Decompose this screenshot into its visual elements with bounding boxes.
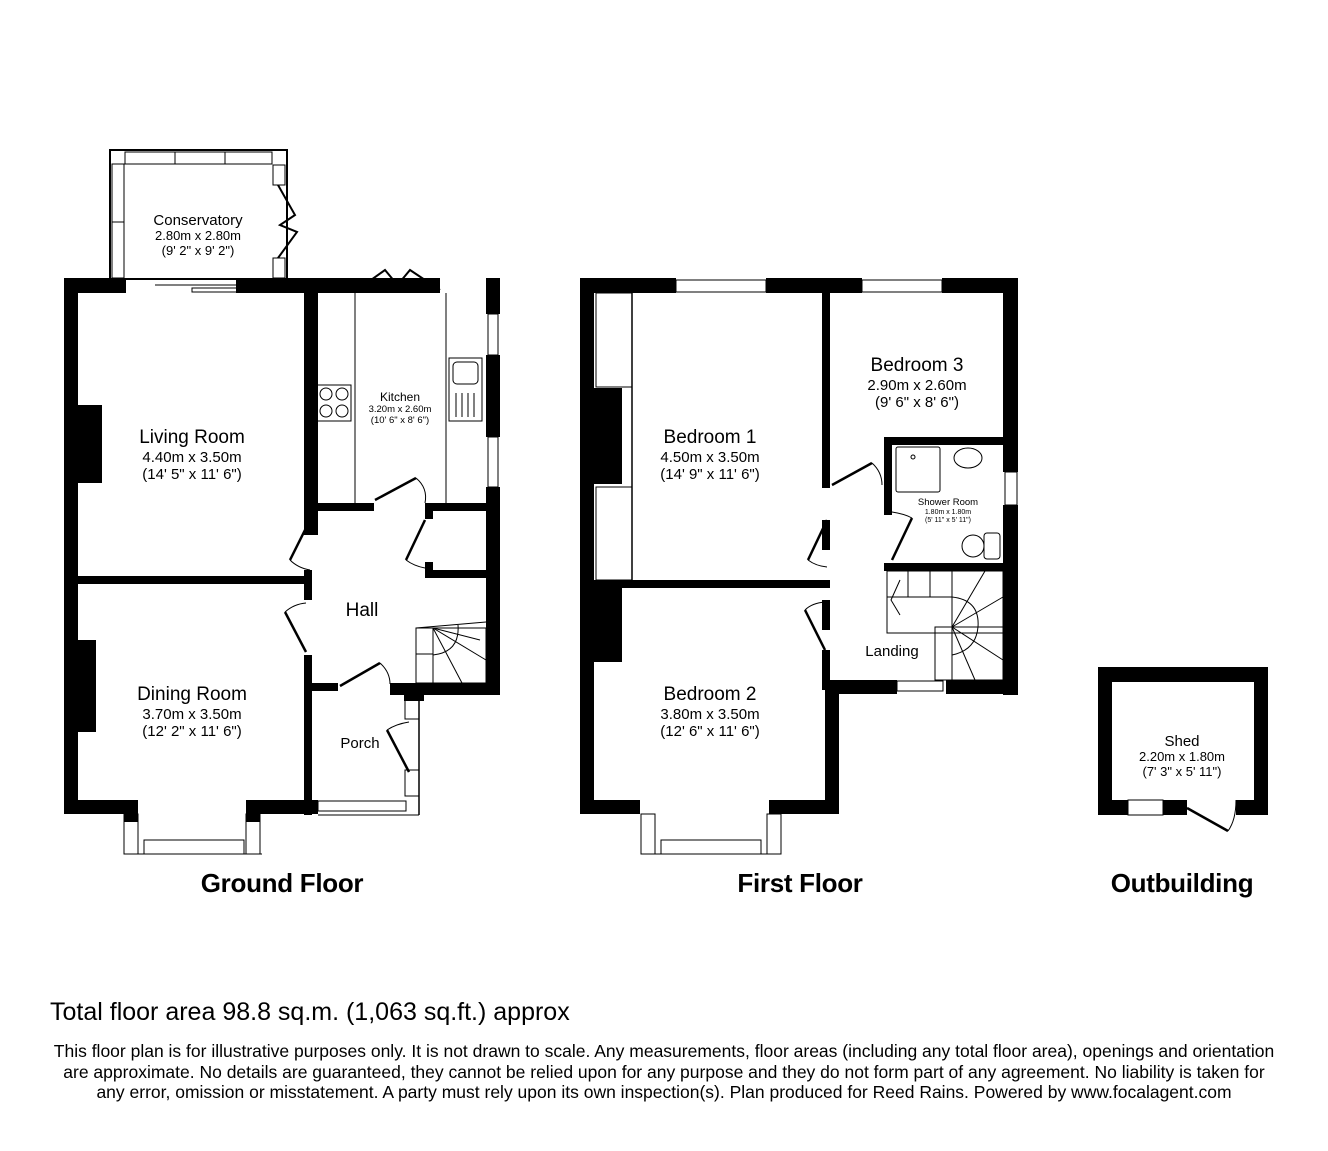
room-label-shed: Shed 2.20m x 1.80m (7' 3" x 5' 11") — [1139, 733, 1225, 780]
disclaimer-text: This floor plan is for illustrative purp… — [53, 1041, 1275, 1102]
room-label-conservatory: Conservatory 2.80m x 2.80m (9' 2" x 9' 2… — [153, 212, 243, 259]
room-label-dining-room: Dining Room 3.70m x 3.50m (12' 2" x 11' … — [137, 684, 247, 741]
ground-floor-walls — [64, 278, 500, 822]
room-label-landing: Landing — [865, 643, 919, 660]
total-floor-area: Total floor area 98.8 sq.m. (1,063 sq.ft… — [50, 998, 570, 1026]
room-label-hall: Hall — [345, 600, 379, 621]
room-label-bedroom-1: Bedroom 1 4.50m x 3.50m (14' 9" x 11' 6"… — [660, 427, 760, 484]
first-floor-details — [595, 279, 1018, 855]
room-label-bedroom-3: Bedroom 3 2.90m x 2.60m (9' 6" x 8' 6") — [867, 355, 967, 412]
ground-floor-details — [109, 149, 499, 855]
floor-title-first: First Floor — [737, 868, 863, 898]
room-label-porch: Porch — [340, 735, 380, 752]
room-label-kitchen: Kitchen 3.20m x 2.60m (10' 6" x 8' 6") — [368, 390, 432, 426]
room-label-living-room: Living Room 4.40m x 3.50m (14' 5" x 11' … — [139, 427, 245, 484]
first-floor-walls — [580, 278, 1018, 814]
room-label-bedroom-2: Bedroom 2 3.80m x 3.50m (12' 6" x 11' 6"… — [660, 684, 760, 741]
outbuilding-walls — [1098, 667, 1268, 833]
floor-title-ground: Ground Floor — [200, 868, 364, 898]
floor-title-outbuilding: Outbuilding — [1110, 868, 1254, 898]
room-label-shower-room: Shower Room 1.80m x 1.80m (5' 11" x 5' 1… — [917, 497, 979, 524]
